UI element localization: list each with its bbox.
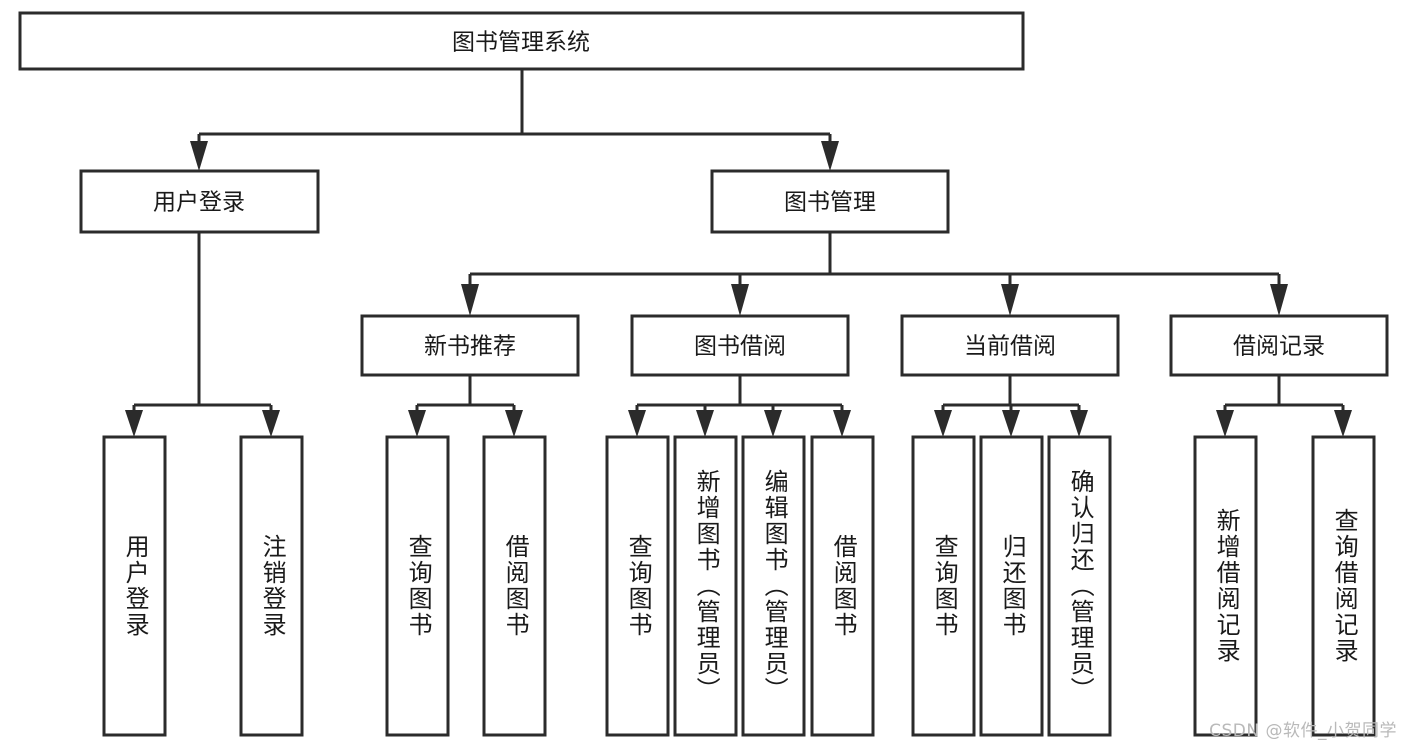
node-current-borrow-box[interactable]	[900, 314, 1120, 377]
arrowhead-leaf-return-book	[1002, 410, 1020, 437]
node-book-borrow-box[interactable]	[630, 314, 850, 377]
arrowhead-leaf-borrow-book-1	[505, 410, 523, 437]
node-new-book-recommend-box[interactable]	[360, 314, 580, 377]
arrowhead-leaf-edit-book	[764, 410, 782, 437]
node-book-management-box[interactable]	[710, 169, 950, 234]
arrowhead-leaf-logout	[262, 410, 280, 437]
node-current-borrow-label: 当前借阅	[964, 334, 1056, 360]
connector-group-user-login	[125, 232, 280, 437]
arrowhead-leaf-add-record	[1216, 410, 1234, 437]
arrowhead-book-management	[821, 141, 839, 171]
connector-group-borrow-record	[1216, 375, 1352, 437]
node-book-borrow[interactable]: 图书借阅	[630, 314, 850, 377]
node-book-management[interactable]: 图书管理	[710, 169, 950, 234]
node-user-login-label: 用户登录	[153, 190, 245, 216]
node-new-book-recommend[interactable]: 新书推荐	[360, 314, 580, 377]
connector-group-book-management	[461, 232, 1288, 316]
connector-group-root	[190, 69, 839, 171]
connector-group-book-borrow	[628, 375, 851, 437]
node-leaf-query-book-1-box[interactable]	[385, 435, 450, 737]
arrowhead-leaf-add-book	[696, 410, 714, 437]
csdn-watermark: CSDN @软件_小贺同学	[1209, 721, 1397, 741]
node-borrow-record-label: 借阅记录	[1233, 334, 1325, 360]
node-leaf-query-record-box[interactable]	[1311, 435, 1376, 737]
node-book-borrow-label: 图书借阅	[694, 334, 786, 360]
node-borrow-record-box[interactable]	[1169, 314, 1389, 377]
node-leaf-add-record-box[interactable]	[1193, 435, 1258, 737]
connector-group-new-book-recommend	[408, 375, 523, 437]
arrowhead-leaf-query-book-2	[628, 410, 646, 437]
node-leaf-edit-book-box[interactable]	[741, 435, 806, 737]
node-leaf-query-book-3-box[interactable]	[911, 435, 976, 737]
node-user-login-box[interactable]	[79, 169, 320, 234]
node-leaf-add-book-box[interactable]	[673, 435, 738, 737]
arrowhead-leaf-query-record	[1334, 410, 1352, 437]
node-root-box[interactable]	[18, 11, 1025, 71]
arrowhead-leaf-user-login	[125, 410, 143, 437]
node-leaf-return-book-box[interactable]	[979, 435, 1044, 737]
node-borrow-record[interactable]: 借阅记录	[1169, 314, 1389, 377]
arrowhead-leaf-query-book-1	[408, 410, 426, 437]
arrowhead-borrow-record	[1270, 284, 1288, 316]
arrowhead-leaf-confirm-return	[1070, 410, 1088, 437]
arrowhead-new-book-recommend	[461, 284, 479, 316]
arrowhead-leaf-query-book-3	[934, 410, 952, 437]
leaf-boxes	[102, 435, 1376, 737]
node-user-login[interactable]: 用户登录	[79, 169, 320, 234]
arrowhead-user-login	[190, 141, 208, 171]
arrowhead-leaf-borrow-book-2	[833, 410, 851, 437]
node-leaf-query-book-2-box[interactable]	[605, 435, 670, 737]
connector-group-current-borrow	[934, 375, 1088, 437]
node-root-label: 图书管理系统	[452, 30, 590, 56]
node-book-management-label: 图书管理	[784, 190, 876, 216]
node-leaf-borrow-book-2-box[interactable]	[810, 435, 875, 737]
node-current-borrow[interactable]: 当前借阅	[900, 314, 1120, 377]
arrowhead-book-borrow	[731, 284, 749, 316]
node-leaf-confirm-return-box[interactable]	[1047, 435, 1112, 737]
node-leaf-borrow-book-1-box[interactable]	[482, 435, 547, 737]
node-root[interactable]: 图书管理系统	[18, 11, 1025, 71]
node-new-book-recommend-label: 新书推荐	[424, 334, 516, 360]
arrowhead-current-borrow	[1001, 284, 1019, 316]
node-leaf-user-login-box[interactable]	[102, 435, 167, 737]
node-leaf-logout-box[interactable]	[239, 435, 304, 737]
